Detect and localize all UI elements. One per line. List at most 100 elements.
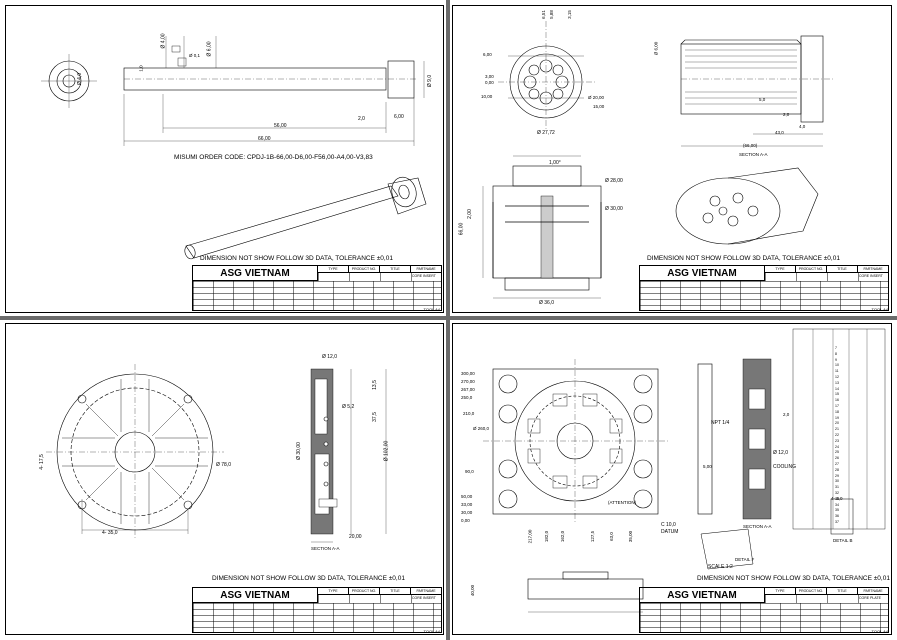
table-row-label: 8: [835, 351, 837, 356]
drawing-canvas-1: [41, 36, 427, 260]
sheet-code: TOOL A4: [871, 307, 888, 312]
dim-label: Ø 27,72: [537, 130, 555, 136]
dim-label: 37,5: [371, 412, 378, 422]
dim-label: 4- 35,0: [102, 530, 118, 536]
drawing-canvas-4: [483, 328, 886, 613]
drawing-sheet-3[interactable]: Ø 12,0 Ø 5,2 Ø 30,00 Ø 102,00 20,00 4- 3…: [5, 323, 444, 635]
title-block-header: TITLE: [380, 588, 411, 595]
dim-label: 210,0: [463, 411, 475, 416]
sheet-separator-horizontal: [0, 316, 897, 320]
table-row-label: 15: [835, 392, 839, 397]
table-row-label: 9: [835, 357, 837, 362]
dim-label: Ø 36,0: [539, 300, 555, 306]
dim-label: 0,00: [461, 518, 470, 523]
dim-label: C 10,0: [661, 522, 676, 528]
dim-label: 4- 17,5: [38, 454, 45, 470]
dim-label: Ø 30,00: [605, 206, 623, 212]
title-block-header: PRODUCT NO.: [349, 588, 380, 595]
company-name: ASG VIETNAM: [193, 266, 318, 281]
dim-label: 1,0: [138, 65, 144, 72]
company-name: ASG VIETNAM: [640, 588, 765, 603]
table-row-label: 27: [835, 462, 839, 466]
title-block: ASG VIETNAM TYPE PRODUCT NO. TITLE PARTN…: [639, 265, 889, 311]
tolerance-note: DIMENSION NOT SHOW FOLLOW 3D DATA, TOLER…: [647, 255, 840, 262]
dim-label: 127,5: [590, 530, 596, 543]
dim-label: Ø 6,00: [206, 41, 213, 57]
table-row-label: 29: [835, 473, 839, 478]
tolerance-note: DIMENSION NOT SHOW FOLLOW 3D DATA, TOLER…: [697, 575, 890, 582]
dim-label: NPT 1/4: [711, 420, 730, 426]
dim-label: Ø 12,0: [773, 450, 789, 456]
title-block-header: TYPE: [765, 266, 796, 273]
partname-value: CORE INSERT: [859, 274, 883, 278]
dim-label: 43,0: [775, 130, 784, 135]
tolerance-note: DIMENSION NOT SHOW FOLLOW 3D DATA, TOLER…: [212, 575, 405, 582]
table-row-label: 14: [835, 386, 839, 391]
dim-label: 10,00: [481, 94, 493, 99]
table-row-label: 23: [835, 438, 839, 443]
dim-label: Ø 20,00: [588, 95, 605, 100]
section-label: SECTION A-A: [743, 524, 772, 529]
drawing-sheet-1[interactable]: MISUMI ORDER CODE: CPDJ-1B-66,00-D6,00-F…: [5, 5, 444, 313]
dim-label: SCALE 1:2: [708, 564, 733, 570]
dim-label: Ø 5,2: [342, 404, 355, 410]
table-row-label: 28: [835, 467, 839, 472]
dim-label: 2,0: [783, 112, 790, 117]
dim-label: 182,0: [544, 530, 550, 543]
dim-label: 2,0: [783, 412, 790, 417]
table-row-label: 32: [835, 491, 839, 495]
title-block-header: PRODUCT NO.: [796, 266, 827, 273]
table-row-label: 10: [835, 363, 839, 368]
table-row-label: 37: [835, 520, 839, 524]
title-block-header: PRODUCT NO.: [349, 266, 380, 273]
dim-label: 90,0: [465, 469, 474, 474]
table-row-label: 25: [835, 450, 839, 455]
dim-label: 30,00: [461, 510, 473, 515]
table-row-label: 31: [835, 485, 839, 490]
table-row-label: 26: [835, 456, 839, 461]
table-row-label: 22: [835, 433, 839, 437]
dim-label: 217,00: [527, 529, 533, 544]
sheet-code: TOOL A4: [871, 629, 888, 634]
dim-label: Ø 260,0: [473, 426, 490, 431]
table-row-label: 16: [835, 398, 839, 403]
title-block-rows: [193, 603, 442, 633]
dim-label: DETAIL F: [735, 557, 755, 562]
dim-label: 13,5: [371, 380, 378, 390]
drawing-sheet-4[interactable]: 300,00 270,00 267,00 250,0 210,0 90,0 50…: [452, 323, 892, 635]
title-block: ASG VIETNAM TYPE PRODUCT NO. TITLE PARTN…: [192, 265, 442, 311]
dim-label: 56,00: [274, 123, 287, 129]
dim-label: (66,00): [743, 143, 758, 148]
dim-label: 0,00: [485, 80, 494, 85]
title-block-header: PARTNAME: [858, 588, 889, 595]
title-block: ASG VIETNAM TYPE PRODUCT NO. TITLE PARTN…: [192, 587, 442, 633]
title-block-rows: [193, 281, 442, 311]
title-block-header: TYPE: [318, 588, 349, 595]
dim-label: 267,00: [461, 387, 475, 392]
drawing-sheet-2[interactable]: 6,51 5,88 3,15 6,00 3,00 0,00 10,00 Ø 20…: [452, 5, 892, 313]
sheet-code: TOOL A4: [423, 307, 440, 312]
table-row-label: 18: [835, 409, 839, 414]
dim-label: 250,0: [461, 395, 473, 400]
dim-label: 5,0: [759, 97, 766, 102]
title-block: ASG VIETNAM TYPE PRODUCT NO. TITLE PARTN…: [639, 587, 889, 633]
dim-label: 162,0: [560, 530, 566, 543]
dim-label: 66,00: [258, 136, 271, 142]
drawing-canvas-2: [482, 21, 833, 299]
dim-label: 270,00: [461, 379, 475, 384]
table-row-label: 33: [835, 496, 839, 501]
dim-label: DETAIL B: [833, 538, 853, 543]
dim-label: Ø 4,0: [77, 72, 84, 86]
dim-label: 2,00: [466, 209, 473, 219]
title-block-header: PARTNAME: [858, 266, 889, 273]
tolerance-note: DIMENSION NOT SHOW FOLLOW 3D DATA, TOLER…: [200, 255, 393, 262]
dim-label: Ø 12,0: [322, 354, 338, 360]
dim-label: 40,00: [470, 584, 476, 597]
dim-label: 6,51: [540, 10, 546, 19]
title-block-header: TYPE: [318, 266, 349, 273]
sheet-separator-vertical: [446, 0, 450, 640]
dim-label: 5,88: [548, 10, 554, 19]
partname-value: CORE PLATE: [859, 596, 881, 600]
title-block-header: PRODUCT NO.: [796, 588, 827, 595]
table-row-label: 19: [835, 415, 839, 420]
